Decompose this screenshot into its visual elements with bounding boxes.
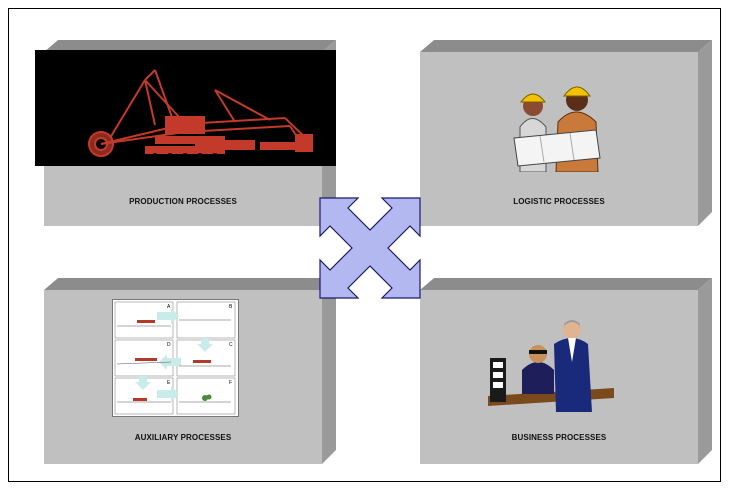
svg-text:E: E [167,380,171,386]
logistic-processes-label: LOGISTIC PROCESSES [513,197,605,206]
business-meeting-icon [488,318,614,414]
svg-text:D: D [167,342,171,348]
svg-text:F: F [229,380,232,386]
svg-text:B: B [229,304,233,310]
production-processes-label: PRODUCTION PROCESSES [129,197,237,206]
business-processes-label: BUSINESS PROCESSES [511,433,607,442]
auxiliary-processes-label: AUXILIARY PROCESSES [134,433,232,442]
four-way-arrow-icon [318,196,422,300]
bucket-wheel-excavator-icon [35,50,336,166]
process-steps-diagram-icon: A B D C E F [112,299,239,417]
svg-text:C: C [229,342,233,348]
engineers-with-blueprint-icon [500,72,612,173]
svg-text:A: A [167,304,171,310]
